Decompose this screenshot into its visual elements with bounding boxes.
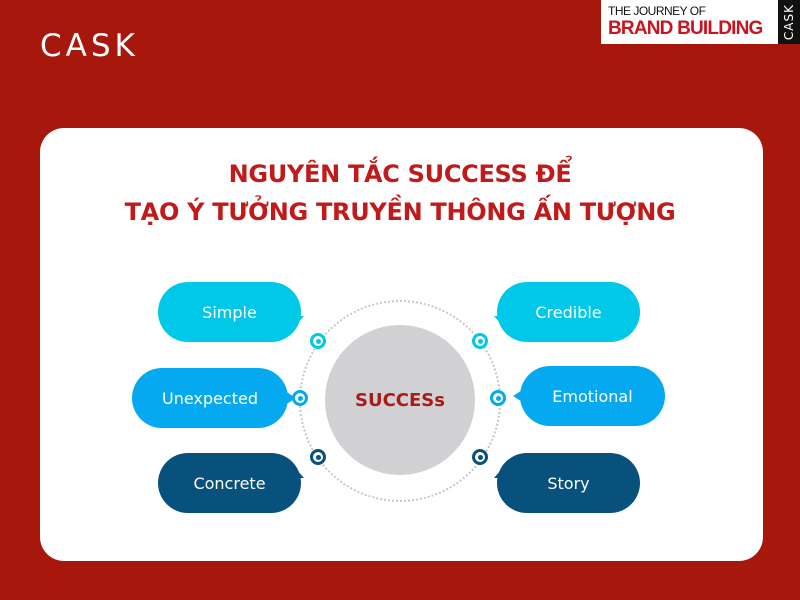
success-hub-circle: SUCCESs xyxy=(325,325,475,475)
connector-dot-icon xyxy=(472,333,488,349)
node-emotional: Emotional xyxy=(520,366,665,426)
title-line-2: TẠO Ý TƯỞNG TRUYỀN THÔNG ẤN TƯỢNG xyxy=(124,198,676,226)
node-credible: Credible xyxy=(497,282,640,342)
brand-building-badge: THE JOURNEY OF BRAND BUILDING CASK xyxy=(601,0,800,44)
connector-dot-icon xyxy=(310,449,326,465)
node-label: Unexpected xyxy=(162,388,258,408)
title-line-1: NGUYÊN TẮC SUCCESS ĐỂ xyxy=(228,160,572,188)
cask-logo: CASK xyxy=(40,28,139,64)
node-simple: Simple xyxy=(158,282,301,342)
node-label: Emotional xyxy=(552,386,633,406)
connector-dot-icon xyxy=(310,333,326,349)
node-label: Concrete xyxy=(193,473,266,493)
badge-side-text: CASK xyxy=(782,3,796,41)
node-concrete: Concrete xyxy=(158,453,301,513)
connector-dot-icon xyxy=(292,390,308,406)
node-story: Story xyxy=(497,453,640,513)
node-label: Simple xyxy=(202,302,257,322)
node-unexpected: Unexpected xyxy=(132,368,288,428)
badge-side-label: CASK xyxy=(778,0,800,44)
connector-dot-icon xyxy=(490,390,506,406)
bubble-tail-emotional xyxy=(513,389,524,403)
node-label: Credible xyxy=(535,302,602,322)
node-label: Story xyxy=(547,473,590,493)
connector-dot-icon xyxy=(472,449,488,465)
badge-line-2: BRAND BUILDING xyxy=(608,18,763,39)
bubble-tail-unexpected xyxy=(285,391,296,405)
hub-label: SUCCESs xyxy=(355,389,445,411)
badge-line-1: THE JOURNEY OF xyxy=(608,4,706,18)
